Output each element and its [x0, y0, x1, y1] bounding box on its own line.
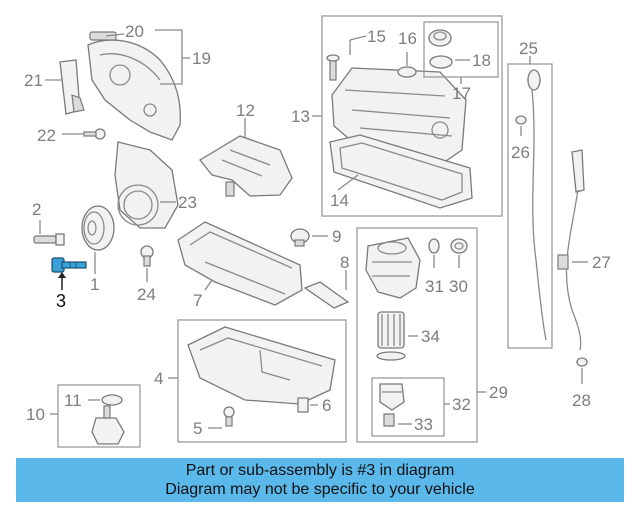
info-banner: Part or sub-assembly is #3 in diagram Di… — [16, 458, 624, 502]
callout-30: 30 — [449, 277, 468, 296]
callout-5: 5 — [193, 419, 202, 438]
banner-line-1: Part or sub-assembly is #3 in diagram — [185, 462, 455, 479]
callout-29: 29 — [489, 383, 508, 402]
callout-1: 1 — [90, 275, 99, 294]
callout-18: 18 — [472, 51, 491, 70]
part-30-seal — [450, 238, 468, 254]
part-33-cap — [379, 383, 405, 427]
part-29-filter-housing — [365, 237, 421, 299]
callout-14: 14 — [330, 191, 349, 210]
callout-3-highlighted: 3 — [56, 291, 66, 311]
part-18-seal — [429, 55, 453, 69]
callout-20: 20 — [125, 22, 144, 41]
part-31-oring — [428, 238, 440, 254]
callout-32: 32 — [452, 395, 471, 414]
callout-4: 4 — [154, 369, 163, 388]
part-8-gasket — [303, 281, 350, 309]
callout-23: 23 — [178, 193, 197, 212]
callout-7: 7 — [193, 291, 202, 310]
callout-28: 28 — [572, 391, 591, 410]
part-7-oil-pan-upper — [177, 221, 303, 306]
part-6-clip — [297, 397, 309, 413]
box-4 — [177, 319, 347, 443]
part-2-bolt — [33, 233, 65, 246]
timing-cover-group — [59, 31, 181, 141]
part-9-plug — [290, 228, 310, 247]
part-5-drain-plug — [223, 406, 235, 427]
callout-15: 15 — [367, 27, 386, 46]
part-34-filter-element — [376, 311, 406, 361]
part-14-gasket — [329, 134, 473, 209]
box-10 — [57, 384, 141, 448]
callout-12: 12 — [236, 101, 255, 120]
part-3-bolt-highlighted — [51, 257, 87, 273]
callout-21: 21 — [24, 71, 43, 90]
box-25 — [507, 63, 553, 349]
box-29 — [356, 227, 478, 443]
part-12-baffle — [199, 135, 293, 197]
banner-line-2: Diagram may not be specific to your vehi… — [165, 481, 475, 498]
callout-27: 27 — [592, 253, 611, 272]
callout-34: 34 — [421, 327, 440, 346]
callout-24: 24 — [137, 285, 156, 304]
callout-19: 19 — [192, 49, 211, 68]
part-28-oring — [576, 357, 588, 367]
callout-11: 11 — [64, 391, 82, 410]
callout-17: 17 — [452, 84, 471, 103]
callout-33: 33 — [414, 415, 433, 434]
part-26-oring — [515, 115, 527, 125]
part-23-cover — [114, 141, 179, 229]
callout-16: 16 — [398, 29, 417, 48]
part-22-bolt — [83, 128, 106, 140]
part-24-sensor — [140, 245, 154, 267]
parts-diagram: 20 19 21 22 23 1 2 3 — [24, 15, 611, 448]
part-15-bolt — [326, 54, 340, 81]
callout-8: 8 — [340, 253, 349, 272]
part-25-dipstick — [527, 69, 547, 341]
part-4-oil-pan-lower — [187, 326, 336, 405]
callout-6: 6 — [322, 396, 331, 415]
part-10-sensor — [91, 405, 125, 445]
callout-10: 10 — [26, 405, 45, 424]
part-1-pulley — [81, 205, 115, 251]
callout-26: 26 — [511, 143, 530, 162]
part-16-cap — [397, 66, 417, 78]
part-11-oring — [101, 394, 123, 406]
box-32 — [371, 377, 445, 437]
callout-31: 31 — [425, 277, 444, 296]
callout-25: 25 — [519, 39, 538, 58]
part-27-tube — [557, 149, 585, 351]
callout-13: 13 — [291, 107, 310, 126]
callout-22: 22 — [37, 126, 56, 145]
callout-9: 9 — [332, 227, 341, 246]
callout-2: 2 — [32, 200, 41, 219]
